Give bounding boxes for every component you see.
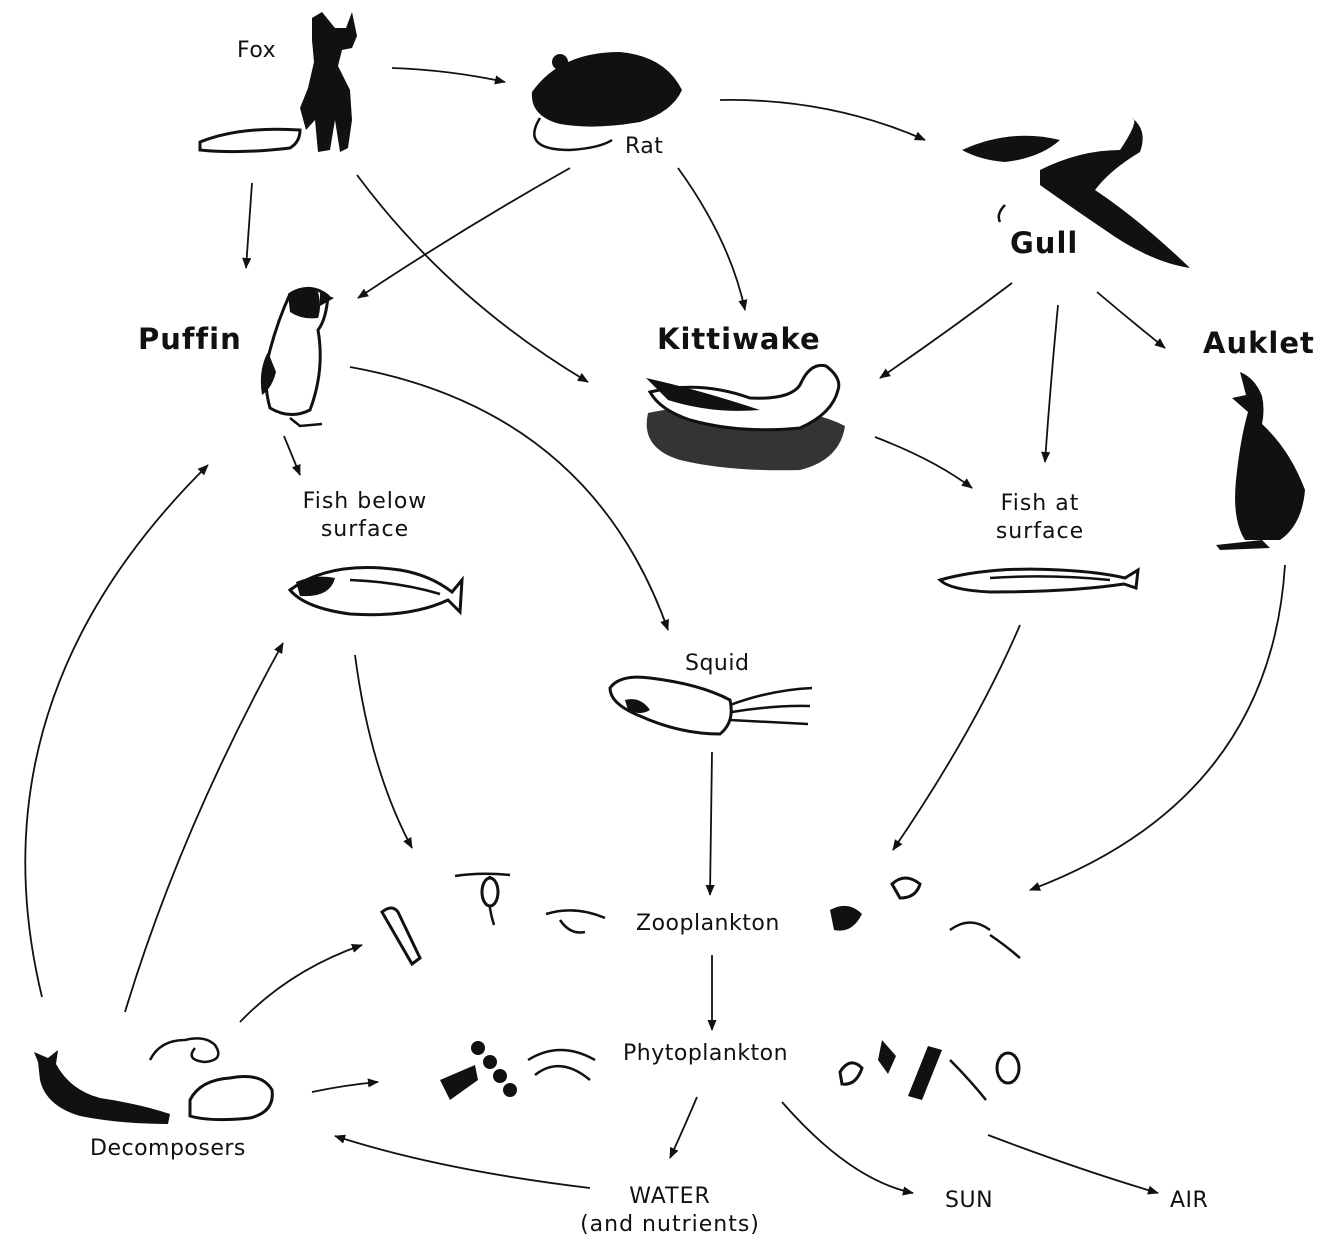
air-label: AIR <box>1170 1188 1209 1213</box>
rat-label: Rat <box>625 134 664 159</box>
water-label-line2: (and nutrients) <box>580 1211 760 1237</box>
arrow-auklet-to-zooplankton <box>1029 564 1286 891</box>
fish-at-label-line1: Fish at <box>1000 491 1080 516</box>
water-and-nutrients-label: WATER (and nutrients) <box>560 1183 780 1238</box>
arrow-phytoplankton-to-air <box>987 1134 1159 1195</box>
arrow-decomposers-to-zooplankton <box>239 943 363 1023</box>
fox-label: Fox <box>237 38 277 63</box>
decomposers-label: Decomposers <box>90 1136 246 1161</box>
arrow-squid-to-zooplankton <box>705 751 715 896</box>
arrow-decomposers-to-phytoplankton <box>311 1078 379 1093</box>
auklet-label: Auklet <box>1203 326 1315 360</box>
arrow-fish-at-to-zooplankton <box>892 624 1021 851</box>
phytoplankton-illustrations <box>440 1040 1021 1101</box>
arrow-rat-to-kittiwake <box>677 167 748 311</box>
arrow-fox-to-puffin <box>242 182 253 269</box>
gull-label: Gull <box>1010 226 1079 260</box>
fish-below-label-line1: Fish below <box>302 489 428 514</box>
arrow-gull-to-auklet <box>1096 291 1166 349</box>
arrow-decomposers-to-puffin <box>24 464 209 998</box>
fish-below-surface-label: Fish below surface <box>285 488 445 543</box>
puffin-label: Puffin <box>138 322 242 356</box>
auklet-illustration <box>1216 372 1305 550</box>
food-web-arrows <box>24 67 1286 1196</box>
rat-illustration <box>531 52 682 152</box>
arrow-rat-to-puffin <box>357 167 571 299</box>
arrow-fox-to-rat <box>391 67 506 85</box>
water-label-line1: WATER <box>629 1184 711 1209</box>
decomposers-illustration <box>34 1037 274 1124</box>
fish-at-label-line2: surface <box>995 518 1085 544</box>
arrow-gull-to-kittiwake <box>879 282 1013 379</box>
kittiwake-label: Kittiwake <box>657 322 821 356</box>
fish-at-surface-label: Fish at surface <box>980 490 1100 545</box>
arrow-kittiwake-to-fish-at-surface <box>874 436 973 489</box>
sun-label: SUN <box>945 1188 994 1213</box>
squid-illustration <box>608 675 813 736</box>
arrow-gull-to-fish-at-surface <box>1041 304 1059 463</box>
arrow-puffin-to-squid <box>349 366 669 631</box>
fox-illustration <box>198 12 357 154</box>
arrow-water-to-decomposers <box>334 1134 591 1189</box>
arrow-fox-to-kittiwake <box>356 174 589 383</box>
fish-below-illustration <box>287 566 464 617</box>
gull-illustration <box>962 118 1190 268</box>
arrow-phytoplankton-to-sun <box>781 1101 914 1196</box>
zooplankton-illustrations <box>380 872 1021 967</box>
arrow-fish-below-to-zooplankton <box>354 654 413 849</box>
kittiwake-illustration <box>646 363 845 471</box>
arrow-puffin-to-fish-below <box>283 435 301 476</box>
arrow-phytoplankton-to-water <box>669 1096 698 1159</box>
fish-at-surface-illustration <box>937 567 1140 594</box>
squid-label: Squid <box>685 651 750 676</box>
puffin-illustration <box>260 287 334 428</box>
phytoplankton-label: Phytoplankton <box>623 1041 789 1066</box>
zooplankton-label: Zooplankton <box>636 911 780 936</box>
arrow-decomposers-to-fish-below <box>124 642 284 1013</box>
arrow-rat-to-gull <box>719 99 926 141</box>
fish-below-label-line2: surface <box>320 516 410 542</box>
